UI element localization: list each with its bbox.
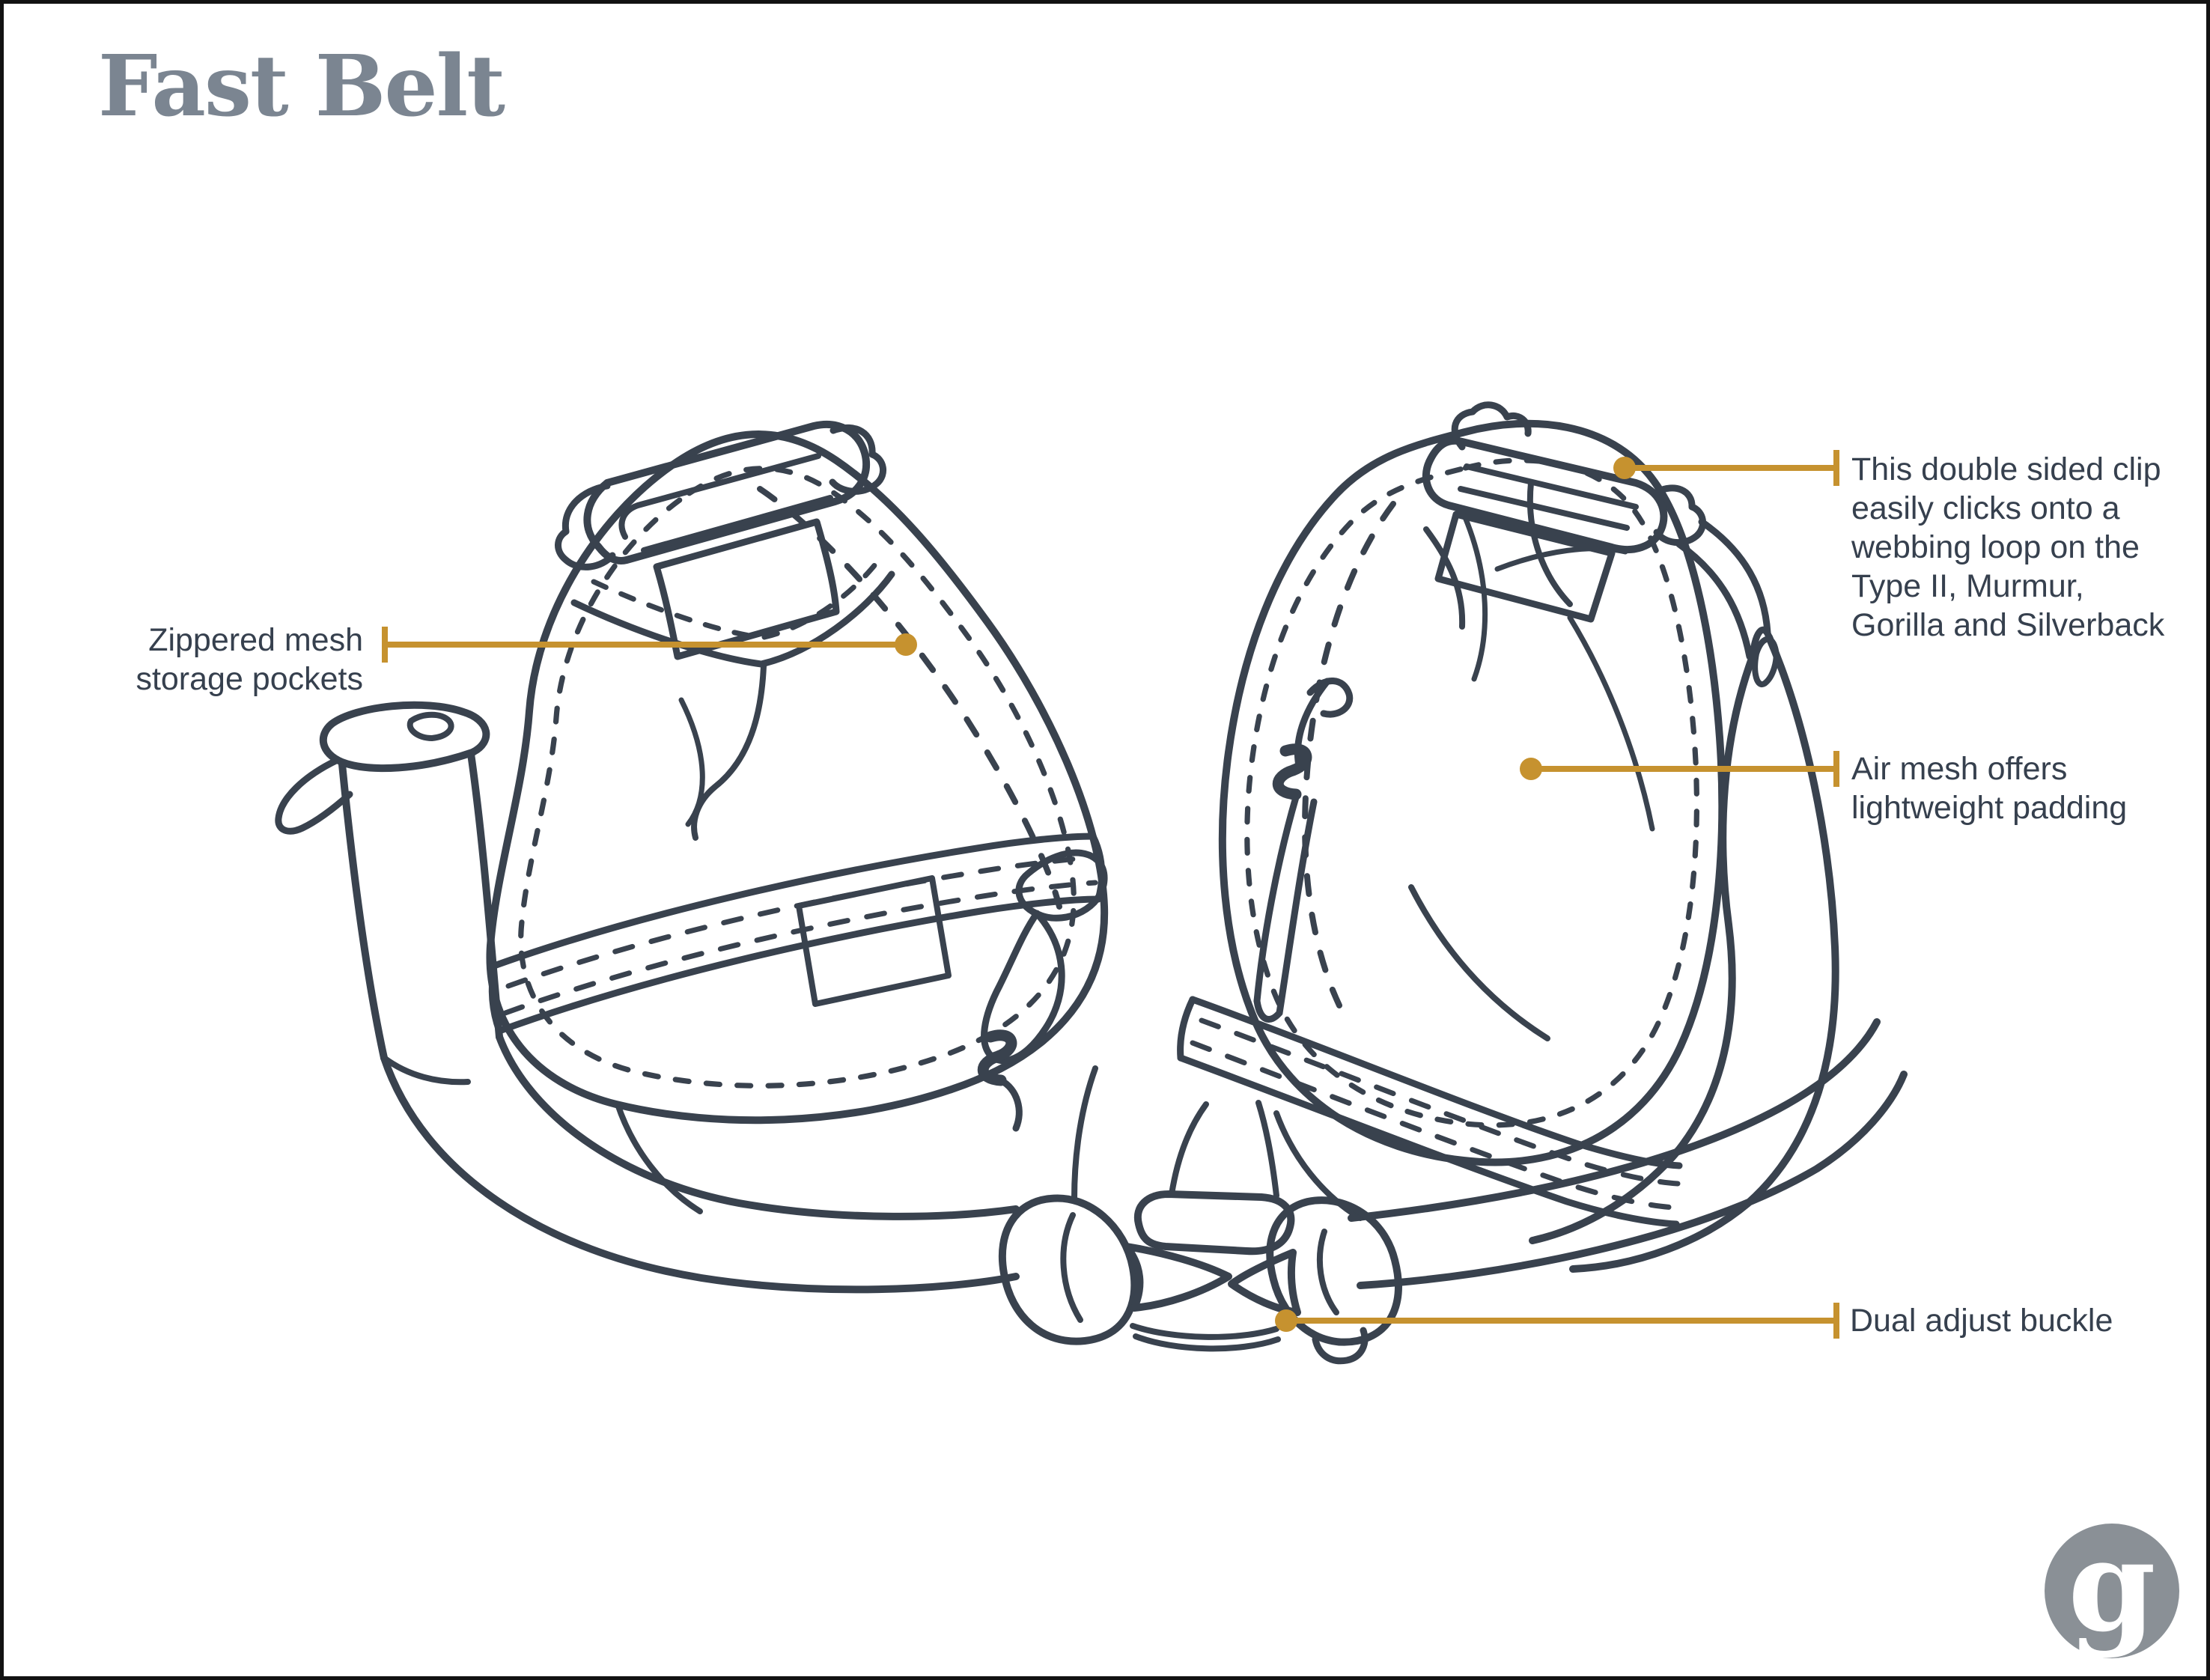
dual-adjust-buckle-drawing xyxy=(998,1065,1402,1365)
left-clip-drawing xyxy=(555,420,886,660)
logo-circle xyxy=(2045,1524,2179,1658)
annotation-air-mesh: Air mesh offers lightweight padding xyxy=(1851,751,2128,826)
right-strap-end-drawing xyxy=(1529,626,1839,1273)
annotation-double-sided-clip: This double sided clip easily clicks ont… xyxy=(1851,451,2165,643)
left-belt-strap-drawing xyxy=(380,1033,1020,1294)
gossamer-gear-logo: g xyxy=(2040,1512,2184,1664)
left-strap-end-drawing xyxy=(275,701,503,1062)
logo-letter: g xyxy=(2068,1521,2155,1660)
right-pouch-drawing xyxy=(1177,401,1771,1228)
leader-dual-adjust-buckle xyxy=(1275,1303,1839,1339)
annotation-zippered-mesh: Zippered mesh storage pockets xyxy=(136,622,363,697)
leader-zippered-mesh xyxy=(382,627,917,663)
page-title: Fast Belt xyxy=(98,37,505,136)
right-clip-drawing xyxy=(1422,401,1706,623)
annotation-dual-adjust-buckle: Dual adjust buckle xyxy=(1850,1303,2113,1339)
left-pouch-drawing xyxy=(486,420,1109,1214)
fast-belt-illustration xyxy=(275,401,1908,1365)
leader-air-mesh xyxy=(1520,751,1839,787)
leader-double-sided-clip xyxy=(1613,450,1839,486)
